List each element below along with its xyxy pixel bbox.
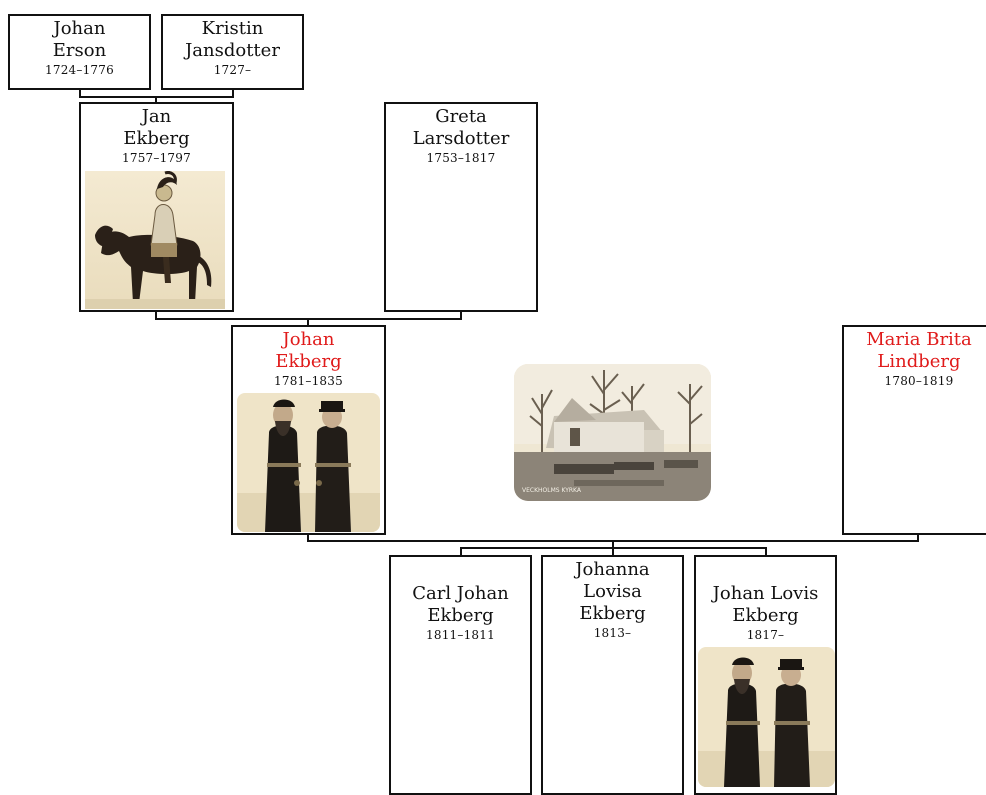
person-years: 1727– [213, 63, 252, 77]
person-maria-brita-lindberg[interactable]: Maria Brita Lindberg 1780–1819 [842, 325, 986, 535]
two-soldiers-photo [698, 647, 835, 787]
connector-line [460, 311, 462, 319]
person-name: Greta Larsdotter [412, 106, 510, 149]
person-carl-johan-ekberg[interactable]: Carl Johan Ekberg 1811–1811 [389, 555, 532, 795]
person-name: Johan Ekberg [275, 329, 342, 372]
person-name: Johan Lovis Ekberg [712, 583, 819, 626]
connector-line [79, 89, 81, 97]
cavalry-soldier-image [85, 171, 225, 309]
person-years: 1811–1811 [426, 628, 495, 642]
person-years: 1781–1835 [274, 374, 343, 388]
person-name: Maria Brita Lindberg [866, 329, 972, 372]
person-name: Johan Erson [52, 18, 107, 61]
person-years: 1780–1819 [884, 374, 954, 388]
person-jan-ekberg[interactable]: Jan Ekberg 1757–1797 [79, 102, 234, 312]
person-years: 1817– [746, 628, 785, 642]
connector-line [460, 547, 462, 556]
church-caption: VECKHOLMS KYRKA [522, 487, 582, 494]
connector-line [307, 318, 309, 325]
person-name: Jan Ekberg [123, 106, 190, 149]
person-years: 1724–1776 [45, 63, 114, 77]
person-years: 1753–1817 [426, 151, 496, 165]
person-johan-erson[interactable]: Johan Erson 1724–1776 [8, 14, 151, 90]
two-soldiers-image [237, 393, 380, 532]
person-johan-lovis-ekberg[interactable]: Johan Lovis Ekberg 1817– [694, 555, 837, 795]
person-name: Carl Johan Ekberg [412, 583, 509, 626]
connector-line [155, 311, 157, 319]
connector-line [232, 89, 234, 97]
two-soldiers-image [698, 647, 835, 787]
person-name: Johanna Lovisa Ekberg [575, 559, 650, 624]
connector-line [917, 533, 919, 541]
connector-line [155, 96, 157, 102]
person-name: Kristin Jansdotter [185, 18, 280, 61]
person-years: 1757–1797 [122, 151, 191, 165]
connector-line [765, 547, 767, 556]
connector-line [612, 540, 614, 548]
person-years: 1813– [593, 626, 632, 640]
person-johan-ekberg[interactable]: Johan Ekberg 1781–1835 [231, 325, 386, 535]
church-image: VECKHOLMS KYRKA [514, 364, 711, 501]
two-soldiers-photo [237, 393, 380, 532]
connector-line [307, 533, 309, 541]
person-johanna-lovisa-ekberg[interactable]: Johanna Lovisa Ekberg 1813– [541, 555, 684, 795]
person-kristin-jansdotter[interactable]: Kristin Jansdotter 1727– [161, 14, 304, 90]
person-greta-larsdotter[interactable]: Greta Larsdotter 1753–1817 [384, 102, 538, 312]
connector-line [612, 547, 614, 556]
cavalry-soldier-photo [85, 171, 225, 309]
church-photo: VECKHOLMS KYRKA [514, 364, 711, 501]
